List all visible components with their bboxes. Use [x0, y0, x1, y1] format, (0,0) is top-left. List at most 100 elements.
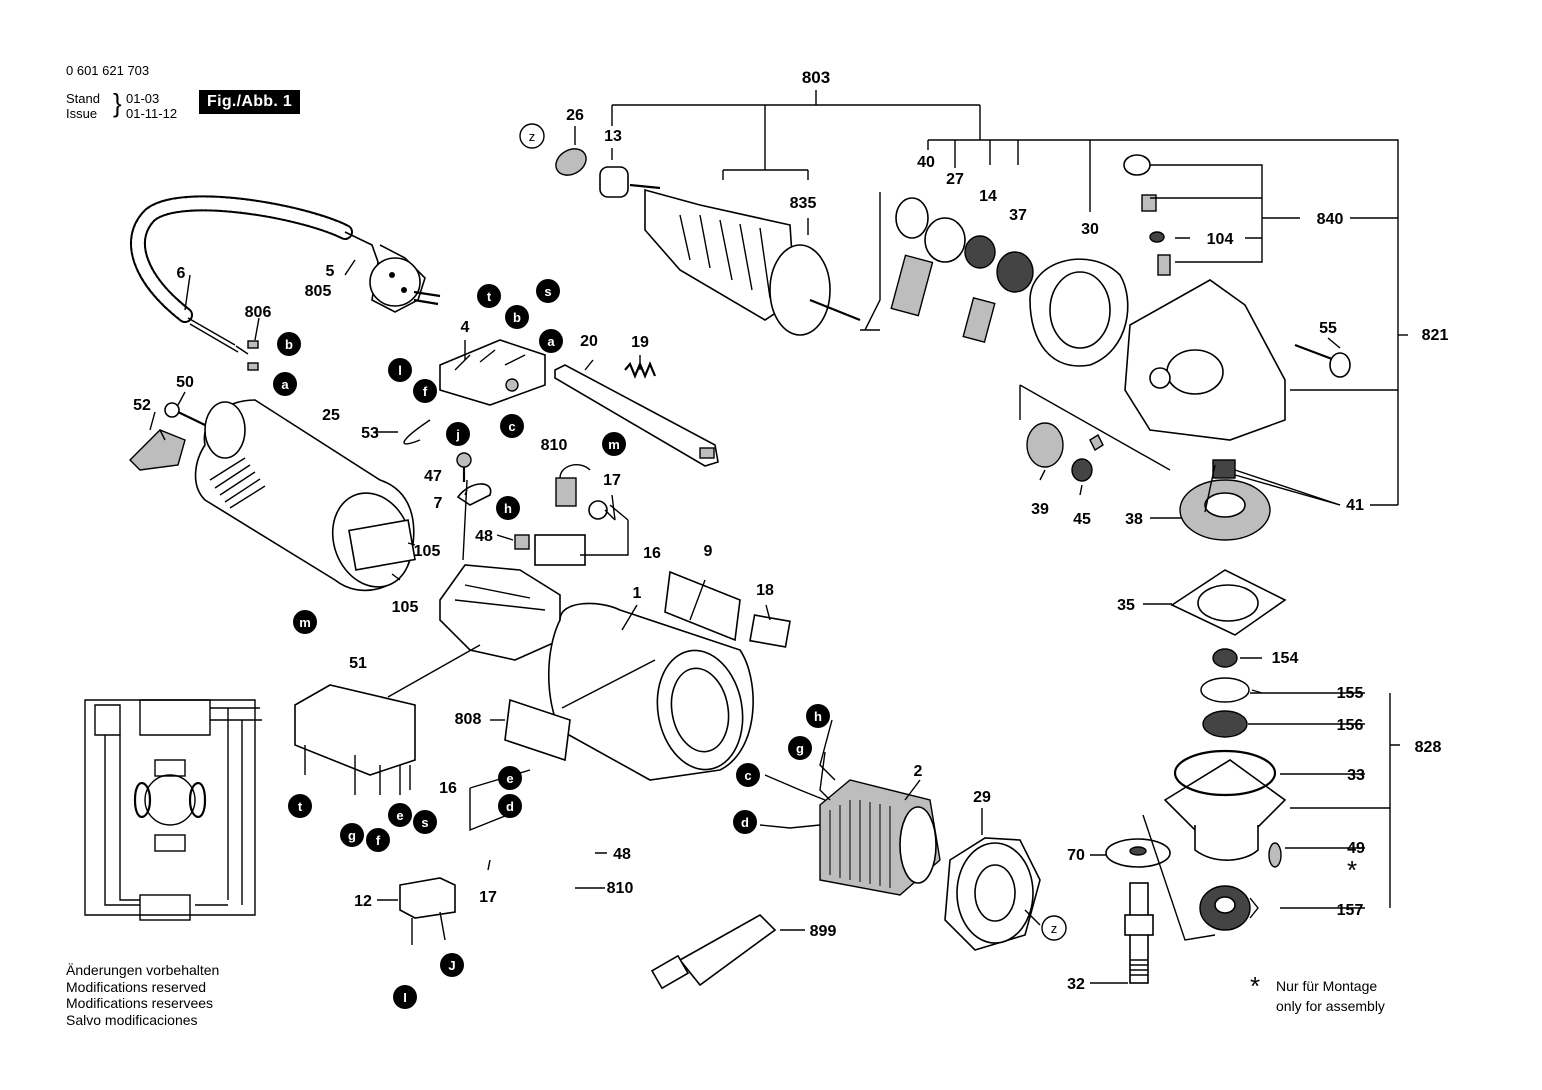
grease-tube-drawing	[650, 914, 777, 990]
label-19: 19	[631, 334, 649, 351]
spindle-drawing	[1105, 838, 1171, 984]
label-9-drawing	[664, 570, 741, 642]
bearing-flange-drawing	[1163, 749, 1287, 868]
screw-55-drawing	[1294, 343, 1351, 378]
svg-text:a: a	[547, 334, 555, 349]
label-45: 45	[1073, 511, 1091, 528]
svg-text:e: e	[506, 771, 513, 786]
marker-b-cord: b	[277, 332, 301, 356]
svg-text:z: z	[529, 129, 536, 144]
label-808: 808	[455, 711, 482, 728]
stand-label: Stand	[66, 91, 100, 106]
marker-g-left: g	[340, 823, 364, 847]
label-16-top: 16	[643, 545, 661, 562]
issue-label: Issue	[66, 106, 98, 121]
label-17-bottom: 17	[479, 889, 497, 906]
letter-markers: z z t s b a b a l f c j m h m t g f e s …	[273, 123, 1067, 1009]
svg-text:b: b	[285, 337, 293, 352]
gear-housing-frame-drawing	[439, 564, 561, 661]
label-52: 52	[133, 397, 151, 414]
svg-text:g: g	[348, 828, 356, 843]
label-49: 49	[1347, 840, 1365, 857]
svg-text:d: d	[506, 799, 514, 814]
lever-drawing	[554, 364, 719, 467]
figure-badge: Fig./Abb. 1	[199, 90, 301, 114]
svg-text:h: h	[504, 501, 512, 516]
label-51: 51	[349, 655, 367, 672]
label-810-bottom: 810	[607, 880, 634, 897]
stator-drawing	[819, 779, 941, 896]
svg-text:c: c	[508, 419, 515, 434]
marker-I-bottom: I	[393, 985, 417, 1009]
asterisk-icon: *	[1250, 971, 1261, 1001]
screw-50-drawing	[164, 402, 206, 426]
label-1: 1	[633, 585, 642, 602]
suppressor-drawing	[399, 877, 456, 945]
brace-icon: }	[113, 88, 122, 118]
footnote-line: Nur für Montage	[1276, 978, 1378, 994]
marker-m-top: m	[602, 432, 626, 456]
label-55: 55	[1319, 320, 1337, 337]
power-cord-drawing	[129, 195, 353, 355]
field-housing-drawing	[548, 602, 754, 781]
brush-holder-drawing	[514, 464, 616, 566]
label-803: 803	[802, 68, 830, 87]
marker-J-bottom: J	[440, 953, 464, 977]
marker-t-top: t	[477, 284, 501, 308]
marker-c-switch: c	[500, 414, 524, 438]
label-48-top: 48	[475, 528, 493, 545]
switch-drawing	[403, 339, 546, 445]
svg-text:f: f	[423, 384, 428, 399]
svg-text:g: g	[796, 741, 804, 756]
gear-38-drawing	[1179, 459, 1271, 541]
label-32: 32	[1067, 976, 1085, 993]
label-2: 2	[914, 763, 923, 780]
svg-text:m: m	[299, 615, 311, 630]
label-30: 30	[1081, 221, 1099, 238]
label-38: 38	[1125, 511, 1143, 528]
label-9: 9	[704, 543, 713, 560]
part-number-labels: 803 26 13 835 40 27 14 37 30 840 104 821…	[133, 68, 1448, 993]
marker-l-switch: l	[388, 358, 412, 382]
svg-text:h: h	[814, 709, 822, 724]
cord-terminals-drawing	[247, 340, 259, 371]
svg-text:a: a	[281, 377, 289, 392]
marker-c-right: c	[736, 763, 760, 787]
bearing-set-drawing	[890, 197, 1034, 344]
armature-drawing	[599, 166, 861, 336]
marker-f-left: f	[366, 828, 390, 852]
label-899: 899	[810, 923, 837, 940]
marker-h-top: h	[496, 496, 520, 520]
label-26: 26	[566, 107, 584, 124]
label-50: 50	[176, 374, 194, 391]
marker-h-right: h	[806, 704, 830, 728]
label-12: 12	[354, 893, 372, 910]
label-821: 821	[1422, 327, 1449, 344]
label-105-upper: 105	[414, 543, 441, 560]
drawing-number: 0 601 621 703	[66, 63, 150, 78]
disclaimer-line: Modifications reservees	[66, 995, 214, 1011]
issue-value: 01-11-12	[126, 106, 178, 121]
marker-f-switch: f	[413, 379, 437, 403]
screw-47-drawing	[456, 452, 492, 506]
marker-s-left: s	[413, 810, 437, 834]
marker-g-right: g	[788, 736, 812, 760]
label-835: 835	[790, 195, 817, 212]
label-157: 157	[1337, 902, 1364, 919]
gear-housing-drawing	[1124, 279, 1286, 441]
label-18: 18	[756, 582, 774, 599]
svg-text:f: f	[376, 833, 381, 848]
label-5: 5	[326, 263, 335, 280]
spindle-lock-drawing	[1123, 154, 1171, 276]
label-29: 29	[973, 789, 991, 806]
label-154: 154	[1272, 650, 1299, 667]
label-828: 828	[1415, 739, 1442, 756]
label-810-top: 810	[541, 437, 568, 454]
stand-value: 01-03	[126, 91, 160, 106]
svg-text:b: b	[513, 310, 521, 325]
label-27: 27	[946, 171, 964, 188]
label-104: 104	[1207, 231, 1234, 248]
gasket-drawing	[1170, 569, 1287, 636]
svg-text:m: m	[608, 437, 620, 452]
